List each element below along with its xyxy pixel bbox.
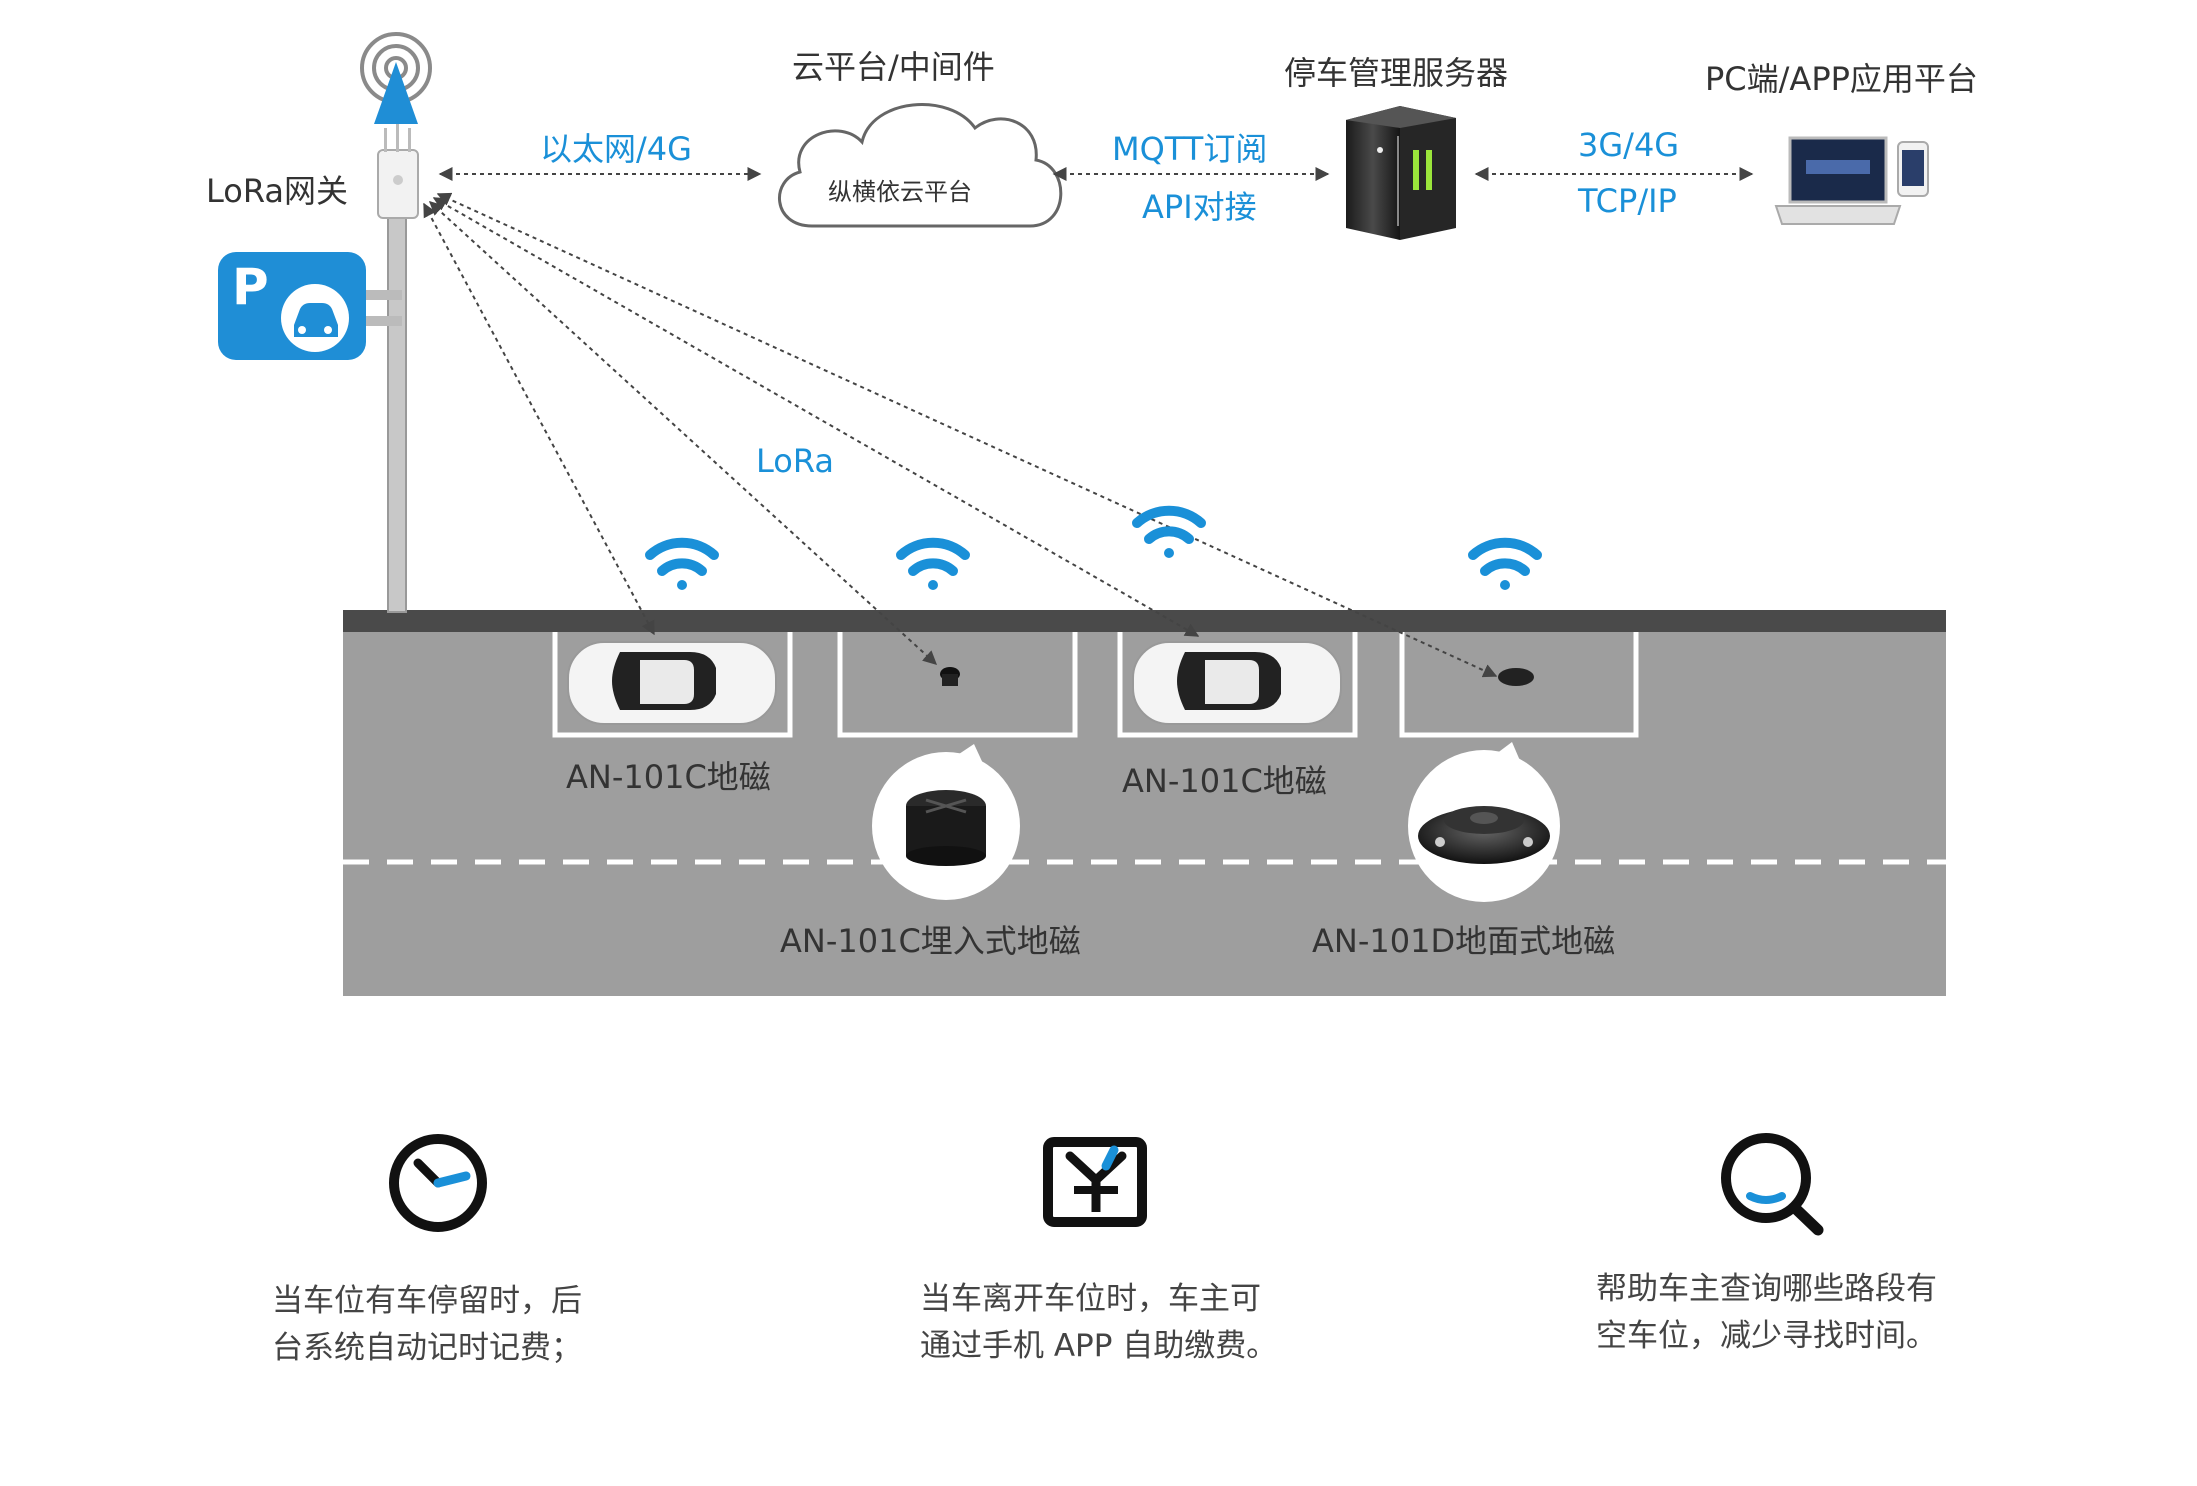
yen-payment-icon — [1043, 1137, 1147, 1227]
feature-1-line1: 当车位有车停留时，后 — [272, 1283, 582, 1319]
feature-2-text: 当车离开车位时，车主可 通过手机 APP 自助缴费。 — [920, 1276, 1277, 1370]
parking-sign-icon — [218, 252, 366, 360]
lora-link-3 — [432, 197, 1200, 637]
link-api-label: API对接 — [1142, 188, 1257, 226]
gateway-label: LoRa网关 — [206, 172, 348, 210]
lamp-pole — [362, 211, 407, 613]
sensor-label-2: AN-101C地磁 — [1122, 762, 1327, 800]
cloud-icon — [777, 103, 1063, 228]
link-3g4g-label: 3G/4G — [1578, 126, 1680, 164]
feature-1-text: 当车位有车停留时，后 台系统自动记时记费； — [272, 1278, 582, 1372]
wifi-icon-2 — [896, 537, 970, 590]
car-1 — [567, 641, 777, 725]
clock-icon — [389, 1134, 487, 1232]
embedded-sensor-small — [940, 667, 960, 686]
phone-icon — [1897, 141, 1929, 197]
lora-label: LoRa — [756, 442, 834, 480]
car-2 — [1132, 641, 1342, 725]
link-ethernet-label: 以太网/4G — [540, 130, 692, 168]
client-title: PC端/APP应用平台 — [1705, 60, 1978, 98]
feature-3-text: 帮助车主查询哪些路段有 空车位，减少寻找时间。 — [1596, 1266, 1937, 1360]
lora-link-1 — [423, 202, 655, 636]
parking-bay-2 — [837, 632, 1078, 738]
embedded-sensor-callout — [872, 744, 1020, 900]
server-icon — [1346, 106, 1456, 240]
surface-sensor-label: AN-101D地面式地磁 — [1312, 922, 1616, 960]
link-tcpip-label: TCP/IP — [1578, 182, 1677, 220]
wifi-icon-3 — [1132, 505, 1206, 558]
lora-link-4 — [436, 192, 1498, 678]
lora-gateway-device — [377, 120, 419, 219]
cloud-title: 云平台/中间件 — [792, 48, 995, 86]
feature-1-line2: 台系统自动记时记费； — [272, 1330, 582, 1366]
wifi-icon-1 — [645, 537, 719, 590]
surface-sensor-callout — [1408, 742, 1560, 902]
link-mqtt-label: MQTT订阅 — [1112, 130, 1268, 168]
parking-sign-letter: P — [232, 258, 269, 316]
feature-2-line2: 通过手机 APP 自助缴费。 — [920, 1328, 1278, 1364]
wifi-icon-4 — [1468, 537, 1542, 590]
lora-link-2 — [428, 201, 938, 665]
parking-bay-4 — [1399, 632, 1639, 738]
sensor-label-1: AN-101C地磁 — [566, 758, 771, 796]
feature-2-line1: 当车离开车位时，车主可 — [920, 1281, 1261, 1317]
parking-bay-3 — [1117, 632, 1358, 738]
embedded-sensor-label: AN-101C埋入式地磁 — [780, 922, 1081, 960]
server-title: 停车管理服务器 — [1284, 54, 1509, 92]
signal-tower-icon — [360, 32, 432, 124]
surface-sensor-small — [1498, 668, 1534, 686]
parking-bay-1 — [552, 632, 793, 738]
feature-3-line2: 空车位，减少寻找时间。 — [1596, 1318, 1937, 1354]
feature-3-line1: 帮助车主查询哪些路段有 — [1596, 1271, 1937, 1307]
laptop-icon — [1774, 136, 1902, 225]
search-icon — [1721, 1133, 1824, 1236]
cloud-inner-label: 纵横依云平台 — [828, 178, 972, 206]
